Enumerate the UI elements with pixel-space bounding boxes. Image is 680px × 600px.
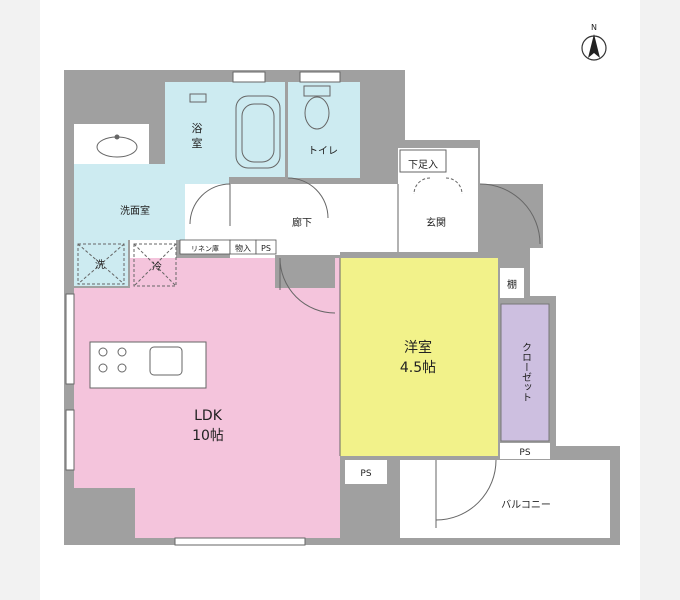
linen-label: リネン庫 [191,244,219,253]
bath-label-line2: 室 [192,136,203,150]
compass-north-label: N [591,23,597,32]
fridge-label: 冷 [152,260,162,273]
entrance-area [398,148,478,252]
floor-plan-sheet: N 浴 室 トイレ 洗面室 廊下 下足入 玄関 洗 冷 リネン庫 物入 PS 洋… [40,0,640,600]
bath-label-line1: 浴 [192,122,203,135]
shoe-storage-label: 下足入 [408,159,438,171]
washroom [74,164,229,240]
laundry-space [74,240,128,286]
closet-label: クローゼット [520,342,532,402]
ps-top-label: PS [261,244,271,253]
vanity-area [74,124,149,164]
ldk-name: LDK [194,408,223,424]
ldk-size: 10帖 [192,428,224,444]
shelf-space [500,268,524,298]
toilet-label: トイレ [308,146,338,157]
western-room [340,258,498,456]
north-arrow-icon [588,34,600,58]
storage-label: 物入 [235,243,251,253]
ps-right-label: PS [519,448,530,458]
laundry-label: 洗 [95,259,105,271]
western-room-name: 洋室 [404,339,432,356]
room-labels: 浴 室 トイレ 洗面室 廊下 下足入 玄関 洗 冷 リネン庫 物入 PS 洋室 … [95,122,551,511]
balcony-label: バルコニー [501,499,551,511]
washroom-label: 洗面室 [120,204,150,217]
north-compass: N [581,23,607,61]
toilet-room [288,82,360,178]
interior-lines [65,71,541,546]
ps-bottom-label: PS [360,469,371,479]
hallway-area [185,184,405,258]
balcony-area [400,460,610,538]
entrance-label: 玄関 [426,216,446,229]
bathtub-area [229,82,285,177]
western-room-size: 4.5帖 [400,360,436,376]
ldk-room [74,258,340,538]
shelf-label: 棚 [507,278,517,291]
ps-bottom-space [345,460,387,484]
hallway-label: 廊下 [292,216,312,229]
floor-plan: N 浴 室 トイレ 洗面室 廊下 下足入 玄関 洗 冷 リネン庫 物入 PS 洋… [64,23,620,546]
ps-top-space [255,239,277,255]
ps-right-space [500,443,550,459]
closet-space [500,303,550,442]
bath-room [165,82,229,177]
